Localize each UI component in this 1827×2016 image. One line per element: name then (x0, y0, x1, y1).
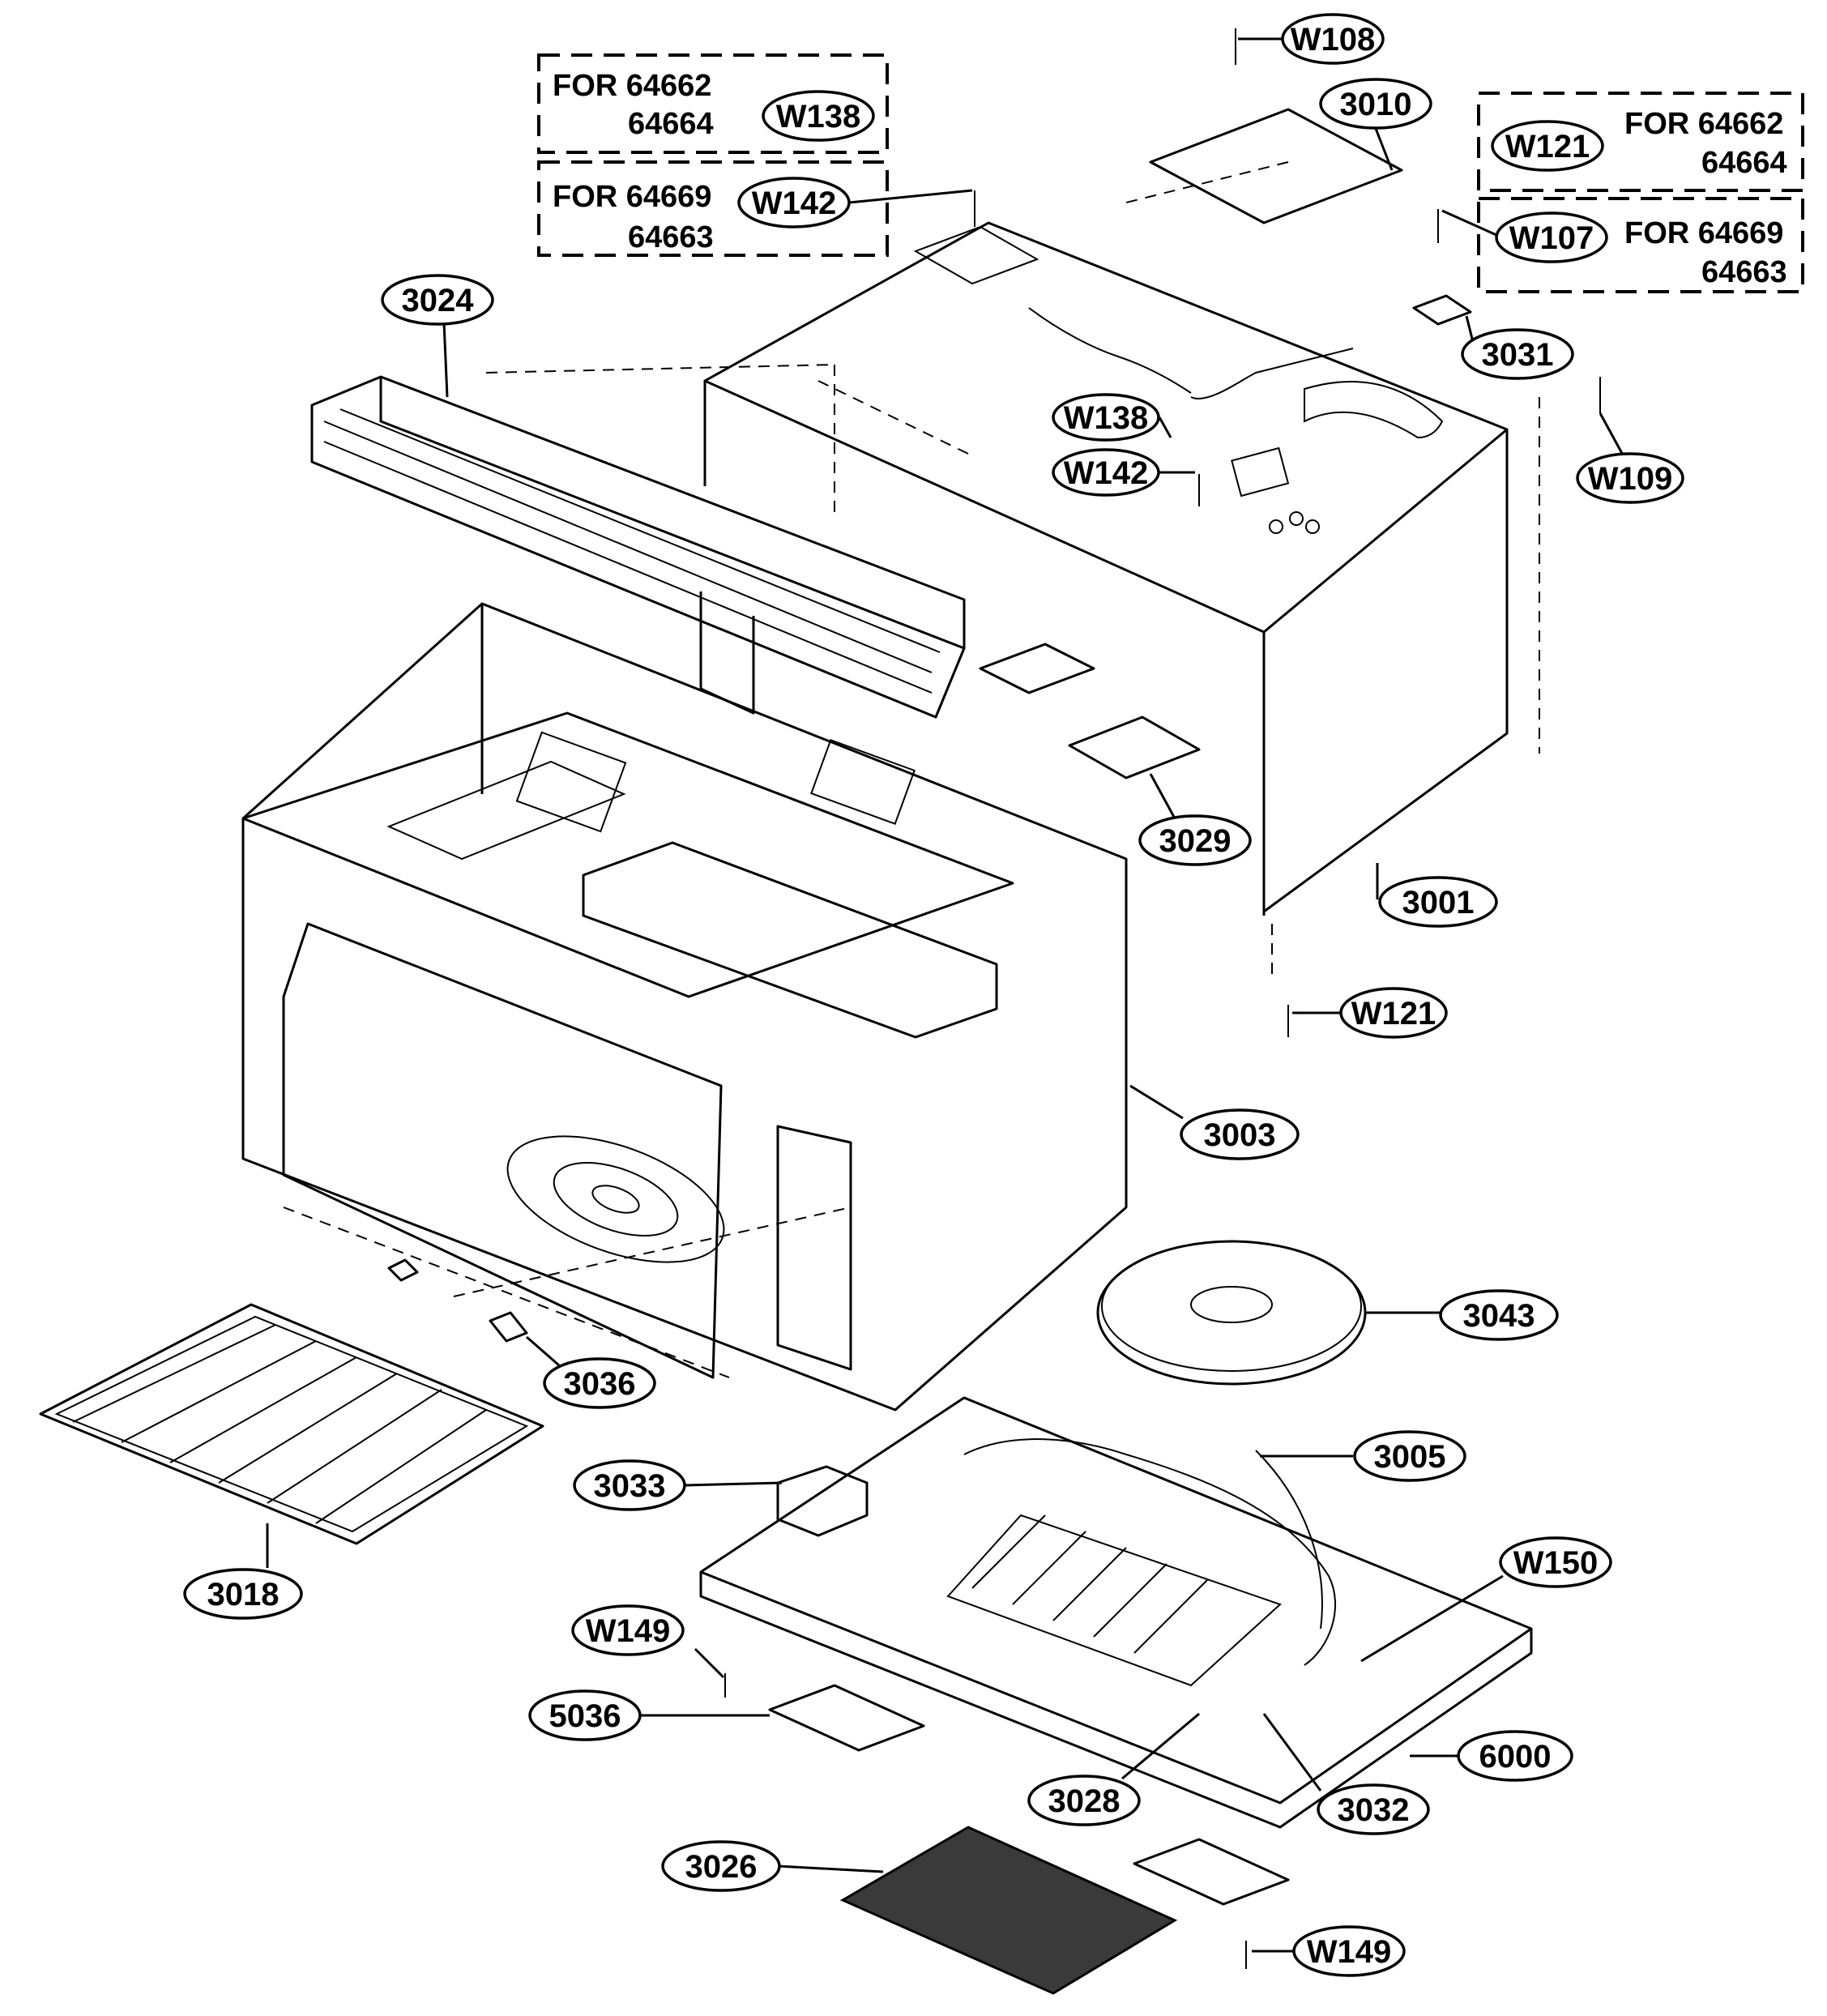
note-w121-line1: FOR 64662 (1624, 107, 1783, 141)
svg-text:W142: W142 (1064, 455, 1149, 491)
note-w138-line2: 64664 (628, 107, 714, 141)
grease-filter-3026 (839, 1826, 1178, 1995)
note-w107-line2: 64663 (1701, 255, 1787, 289)
callout-3026: 3026 (661, 1840, 884, 1892)
leader-w142-note (848, 189, 973, 204)
svg-text:3033: 3033 (594, 1468, 666, 1504)
note-w121-code: W121 (1505, 129, 1590, 164)
callout-3036: 3036 (526, 1335, 656, 1409)
callout-w138: W138 (1052, 393, 1172, 442)
callout-3024: 3024 (381, 274, 494, 398)
svg-text:W121: W121 (1351, 996, 1436, 1031)
outer-case-3001 (703, 161, 1540, 980)
callout-w150: W150 (1360, 1536, 1612, 1663)
note-w142: FOR 64669 64663 W142 (537, 160, 889, 257)
note-w121-line2: 64664 (1701, 146, 1787, 180)
note-w142-code: W142 (752, 186, 837, 221)
svg-text:3003: 3003 (1204, 1117, 1276, 1153)
svg-text:W150: W150 (1513, 1545, 1599, 1581)
svg-text:5036: 5036 (549, 1698, 621, 1734)
callout-3001: 3001 (1376, 863, 1498, 928)
turntable-3043 (1096, 1240, 1367, 1386)
leader-w107-note (1441, 209, 1497, 237)
svg-text:W109: W109 (1588, 461, 1673, 497)
svg-text:3036: 3036 (564, 1366, 636, 1402)
note-w121: FOR 64662 64664 W121 (1477, 92, 1804, 192)
svg-text:W149: W149 (1307, 1934, 1392, 1970)
callout-3028: 3028 (1027, 1712, 1200, 1826)
callout-3010: 3010 (1319, 78, 1432, 171)
svg-text:3032: 3032 (1338, 1792, 1410, 1828)
callout-w109: W109 (1576, 412, 1684, 504)
svg-text:3005: 3005 (1374, 1439, 1446, 1475)
base-plate-6000 (699, 1396, 1533, 1829)
callout-3043: 3043 (1365, 1289, 1559, 1341)
note-w142-line1: FOR 64669 (553, 180, 711, 214)
callout-3003: 3003 (1129, 1084, 1300, 1160)
note-w142-line2: 64663 (628, 220, 714, 254)
svg-text:W108: W108 (1291, 22, 1376, 58)
callout-3033: 3033 (573, 1459, 783, 1511)
svg-text:6000: 6000 (1479, 1739, 1552, 1775)
svg-text:3029: 3029 (1159, 823, 1232, 859)
note-w107: FOR 64669 64663 W107 (1477, 197, 1804, 293)
note-w138: FOR 64662 64664 W138 (537, 53, 889, 154)
callout-w149-upper: W149 (571, 1604, 725, 1679)
callout-3005: 3005 (1260, 1430, 1466, 1482)
small-parts (387, 28, 1601, 1969)
callout-3031: 3031 (1461, 315, 1574, 380)
cavity-3003 (241, 602, 1128, 1412)
note-w107-line1: FOR 64669 (1624, 216, 1783, 250)
svg-text:3024: 3024 (402, 283, 475, 318)
svg-text:W138: W138 (1064, 400, 1149, 436)
callout-6000: 6000 (1410, 1730, 1573, 1782)
callout-w142: W142 (1052, 448, 1195, 497)
callout-w149-lower: W149 (1252, 1925, 1406, 1977)
svg-text:W149: W149 (586, 1613, 671, 1649)
svg-text:3010: 3010 (1340, 87, 1412, 122)
callout-3032: 3032 (1262, 1713, 1430, 1835)
callout-w108: W108 (1238, 13, 1385, 65)
callout-3029: 3029 (1138, 773, 1252, 866)
svg-text:3028: 3028 (1048, 1783, 1121, 1819)
svg-text:3018: 3018 (207, 1577, 280, 1612)
svg-text:3001: 3001 (1402, 885, 1475, 920)
note-w107-code: W107 (1509, 220, 1594, 256)
svg-text:3043: 3043 (1463, 1298, 1535, 1334)
oven-rack-3018 (39, 1303, 544, 1545)
note-w138-line1: FOR 64662 (553, 69, 711, 103)
note-w138-code: W138 (776, 99, 861, 135)
svg-text:3031: 3031 (1482, 337, 1554, 373)
callout-w121: W121 (1292, 987, 1448, 1039)
callout-3018: 3018 (183, 1523, 303, 1620)
svg-text:3026: 3026 (685, 1849, 758, 1885)
callout-5036: 5036 (528, 1689, 770, 1741)
